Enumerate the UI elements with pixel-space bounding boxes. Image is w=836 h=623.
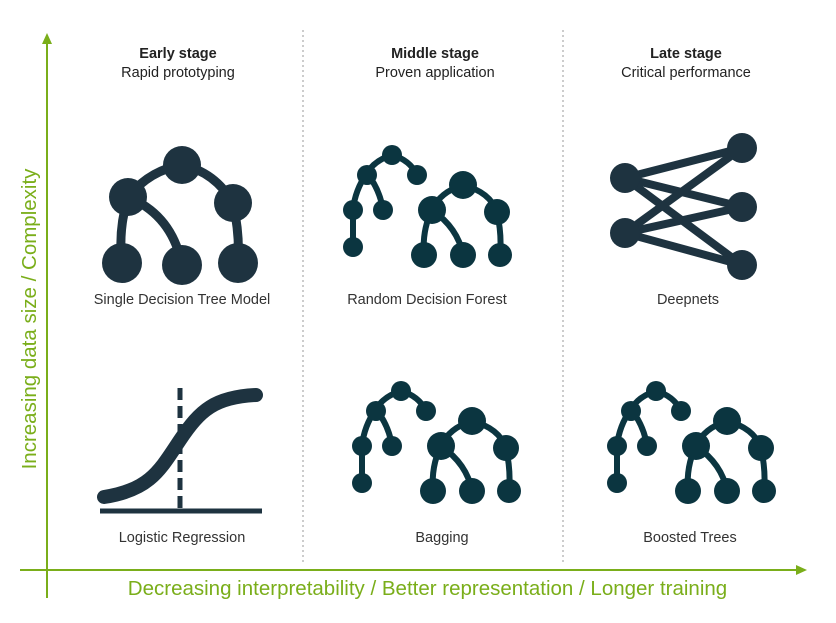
stage-subtitle: Rapid prototyping xyxy=(121,65,235,81)
stage-title: Late stage xyxy=(650,46,722,62)
model-label: Boosted Trees xyxy=(643,530,737,546)
model-label: Logistic Regression xyxy=(118,530,246,546)
column-header-early: Early stage Rapid prototyping xyxy=(58,45,298,83)
stage-subtitle: Proven application xyxy=(375,65,495,81)
random-forest-icon xyxy=(343,145,512,268)
x-axis xyxy=(20,565,807,575)
model-label: Bagging xyxy=(415,530,469,546)
y-axis-arrow-icon xyxy=(42,33,52,44)
column-header-late: Late stage Critical performance xyxy=(566,45,806,83)
stage-title: Early stage xyxy=(139,46,217,62)
stage-title: Middle stage xyxy=(391,46,479,62)
bagging-icon xyxy=(352,381,521,504)
y-axis-label: Increasing data size / Complexity xyxy=(18,168,41,470)
model-label: Single Decision Tree Model xyxy=(93,292,271,308)
model-label: Deepnets xyxy=(656,292,720,308)
boosted-trees-icon xyxy=(607,381,776,504)
x-axis-label: Decreasing interpretability / Better rep… xyxy=(127,577,728,600)
y-axis xyxy=(42,33,52,598)
stage-subtitle: Critical performance xyxy=(621,65,751,81)
neural-network-icon xyxy=(610,133,757,280)
x-axis-arrow-icon xyxy=(796,565,807,575)
decision-tree-icon xyxy=(102,146,258,285)
logistic-regression-icon xyxy=(97,388,263,514)
model-label: Random Decision Forest xyxy=(347,292,507,308)
column-header-middle: Middle stage Proven application xyxy=(315,45,555,83)
